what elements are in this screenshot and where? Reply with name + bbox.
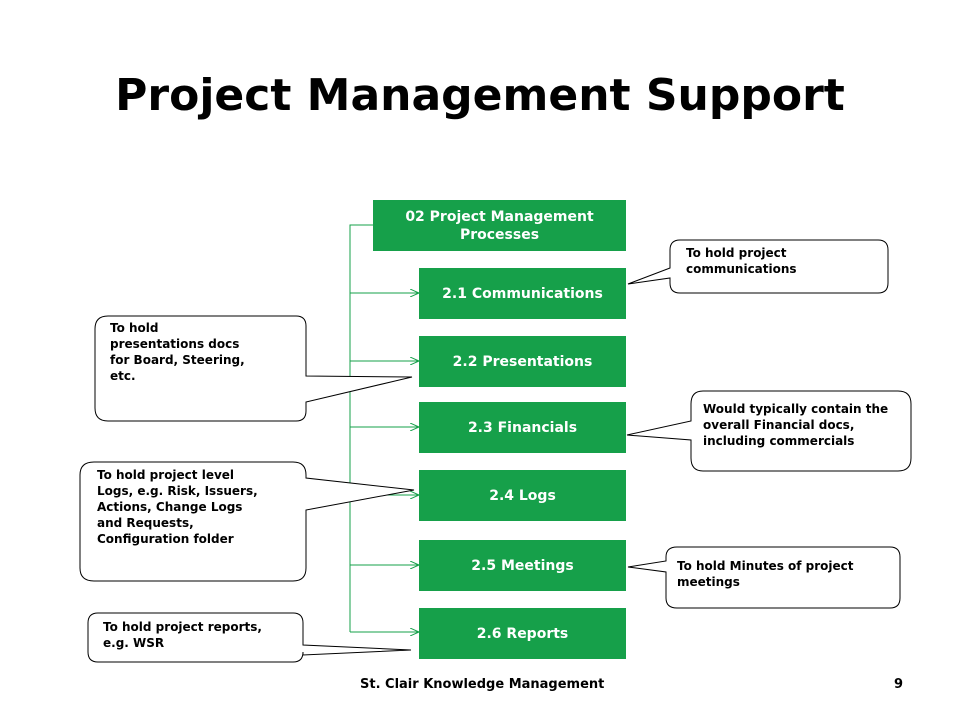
callout-shape-3 [626,390,912,472]
node-root: 02 Project Management Processes [373,200,626,251]
callout-shape-4 [79,461,415,582]
callout-shape-2 [94,315,413,422]
callout-shape-6 [87,612,412,663]
footer-text: St. Clair Knowledge Management [360,677,605,692]
callout-text-presentations: To hold presentations docs for Board, St… [110,321,245,383]
node-meetings: 2.5 Meetings [419,540,626,591]
page-number: 9 [894,677,904,692]
callout-text-communications: To hold project communications [686,246,797,276]
connector-trunk [349,224,373,632]
node-communications: 2.1 Communications [419,268,626,319]
node-reports: 2.6 Reports [419,608,626,659]
page-title: Project Management Support [115,70,845,121]
callout-text-reports: To hold project reports, e.g. WSR [103,620,262,650]
callout-shape-1 [627,239,889,294]
callout-text-logs: To hold project level Logs, e.g. Risk, I… [97,468,258,546]
callout-text-meetings: To hold Minutes of project meetings [677,559,854,589]
node-presentations: 2.2 Presentations [419,336,626,387]
callout-text-financials: Would typically contain the overall Fina… [703,402,889,448]
callout-shape-5 [627,546,901,609]
node-logs: 2.4 Logs [419,470,626,521]
node-financials: 2.3 Financials [419,402,626,453]
